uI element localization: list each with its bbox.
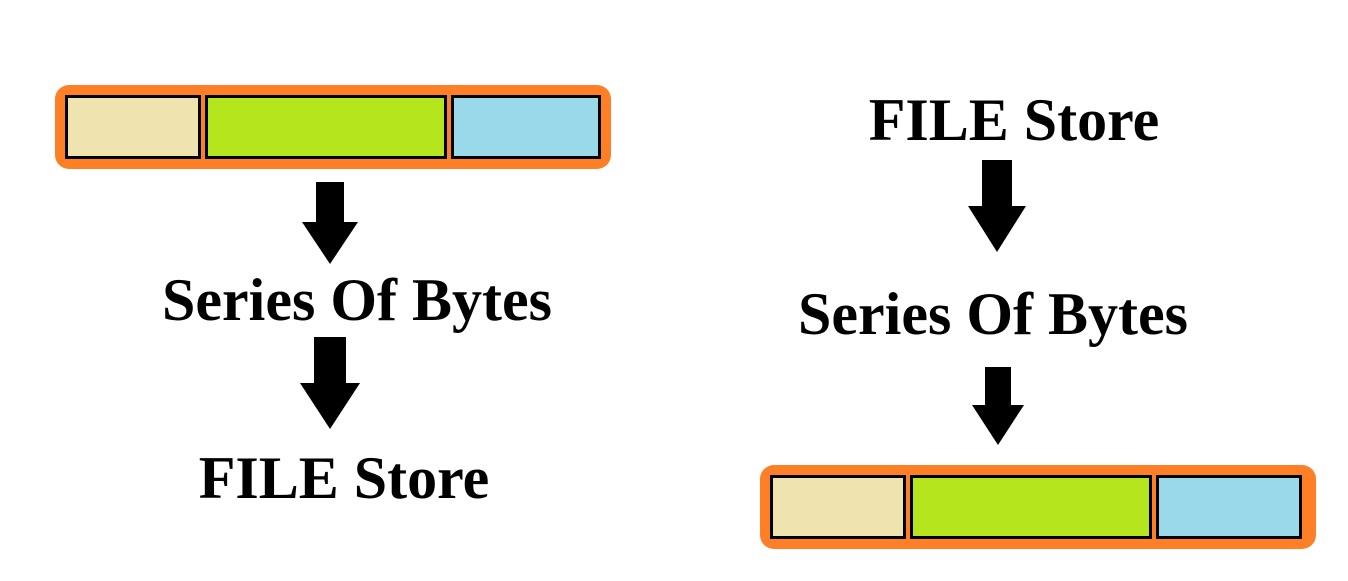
byte-segment-3: [1156, 475, 1302, 539]
left-byte-bar: [55, 85, 611, 169]
down-arrow-icon: [972, 367, 1024, 445]
left-series-of-bytes-label: Series Of Bytes: [162, 267, 552, 333]
down-arrow-icon: [968, 160, 1026, 252]
byte-segment-3: [451, 95, 601, 159]
byte-segment-1: [770, 475, 906, 539]
byte-segment-1: [65, 95, 201, 159]
left-file-store-label: FILE Store: [198, 445, 490, 511]
down-arrow-icon: [300, 337, 360, 429]
right-file-store-label: FILE Store: [868, 87, 1160, 153]
byte-segment-2: [910, 475, 1152, 539]
right-series-of-bytes-label: Series Of Bytes: [798, 281, 1188, 347]
down-arrow-icon: [302, 182, 358, 264]
right-byte-bar: [760, 465, 1316, 549]
byte-segment-2: [205, 95, 447, 159]
